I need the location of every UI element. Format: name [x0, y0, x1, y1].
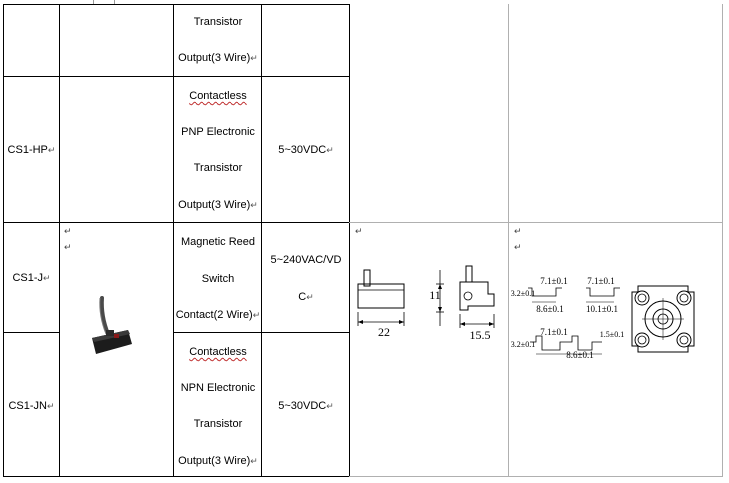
- row3-voltage-line2: C↵: [298, 291, 314, 303]
- table-border-bottom: [3, 476, 349, 477]
- row2-output-line3: Transistor: [193, 162, 243, 174]
- table-border-top: [3, 4, 349, 5]
- row4-output-line2: NPN Electronic: [180, 382, 256, 394]
- side-view-drawing: [436, 265, 495, 328]
- front-view-drawing: [357, 269, 405, 326]
- row3-output-line1: Magnetic Reed: [181, 236, 255, 248]
- row-divider-2-light: [349, 222, 723, 223]
- paragraph-mark: ↵: [514, 226, 522, 236]
- row2-voltage: 5~30VDC↵: [278, 144, 334, 156]
- groove-label: 7.1±0.1: [540, 276, 568, 286]
- row1-output-line2: Output(3 Wire)↵: [178, 52, 258, 64]
- model-cs1-jn: CS1-JN↵: [8, 400, 55, 412]
- row-divider-2: [3, 222, 349, 223]
- row3-output-line3: Contact(2 Wire)↵: [175, 309, 261, 321]
- row1-output-line1: Transistor: [193, 16, 243, 28]
- column-divider-4: [349, 4, 350, 477]
- model-cs1-hp: CS1-HP↵: [7, 144, 56, 156]
- row2-output-line4: Output(3 Wire)↵: [178, 199, 258, 211]
- row-divider-3a: [3, 332, 59, 333]
- groove-label: 1.5±0.1: [599, 330, 625, 339]
- width-dimension: 22: [378, 325, 390, 339]
- column-divider-5: [508, 4, 509, 477]
- row4-output-line1: Contactless: [189, 346, 247, 358]
- row3-output-line2: Switch: [201, 273, 235, 285]
- groove-label: 7.1±0.1: [540, 327, 568, 337]
- row-divider-3b: [173, 332, 349, 333]
- row4-output-line4: Output(3 Wire)↵: [178, 455, 258, 467]
- groove-label: 8.6±0.1: [566, 350, 594, 360]
- sensor-photo: [92, 296, 132, 354]
- depth-dimension: 15.5: [469, 328, 491, 342]
- paragraph-mark: ↵: [64, 242, 72, 252]
- groove-label: 8.6±0.1: [536, 304, 564, 314]
- column-divider-3: [261, 4, 262, 477]
- groove-label: 3.2±0.1: [510, 289, 536, 298]
- groove-label: 3.2±0.1: [510, 340, 536, 349]
- row2-output-line1: Contactless: [189, 90, 247, 102]
- table-border-right: [722, 4, 723, 477]
- row4-output-line3: Transistor: [193, 418, 243, 430]
- groove-label: 10.1±0.1: [586, 304, 618, 314]
- groove-label: 7.1±0.1: [587, 276, 615, 286]
- model-cs1-j: CS1-J↵: [12, 272, 51, 284]
- paragraph-mark: ↵: [64, 226, 72, 236]
- table-border-bottom-light: [349, 476, 723, 477]
- row4-voltage: 5~30VDC↵: [278, 400, 334, 412]
- height-dimension: 11: [429, 288, 441, 302]
- row2-output-line2: PNP Electronic: [181, 126, 255, 138]
- groove-profiles-drawing: [528, 287, 620, 355]
- column-divider-1: [59, 4, 60, 477]
- paragraph-mark: ↵: [514, 242, 522, 252]
- row-divider-1: [3, 76, 349, 77]
- table-border-left: [3, 4, 4, 477]
- cylinder-end-view-drawing: [631, 285, 695, 353]
- paragraph-mark: ↵: [355, 226, 363, 236]
- column-divider-2: [173, 4, 174, 477]
- row3-voltage-line1: 5~240VAC/VD: [270, 254, 342, 266]
